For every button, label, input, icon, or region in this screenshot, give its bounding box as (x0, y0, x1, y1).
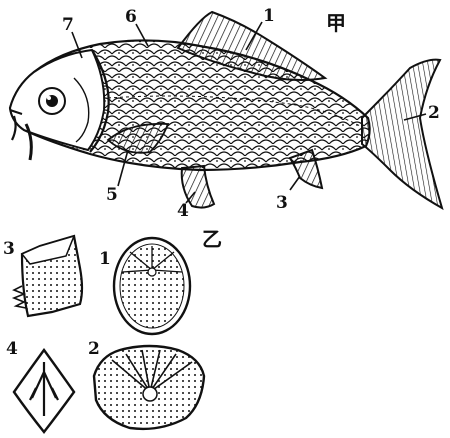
label-b-2: 2 (88, 339, 100, 359)
scale-2 (94, 346, 204, 429)
label-a-1: 1 (263, 6, 275, 26)
label-a-3: 3 (276, 193, 288, 213)
label-a-6: 6 (125, 7, 137, 27)
label-a-7: 7 (62, 15, 74, 35)
label-a-5: 5 (106, 185, 118, 205)
panel-b-title: 乙 (202, 227, 222, 251)
scale-4 (14, 350, 74, 432)
caudal-fin (362, 60, 442, 208)
label-b-1: 1 (99, 249, 111, 269)
scale-1 (114, 238, 190, 334)
label-b-4: 4 (6, 339, 18, 359)
scale-3 (14, 236, 82, 316)
label-a-2: 2 (428, 103, 440, 123)
label-b-3: 3 (3, 239, 15, 259)
label-a-4: 4 (177, 201, 189, 221)
panel-a-title: 甲 (326, 11, 346, 35)
